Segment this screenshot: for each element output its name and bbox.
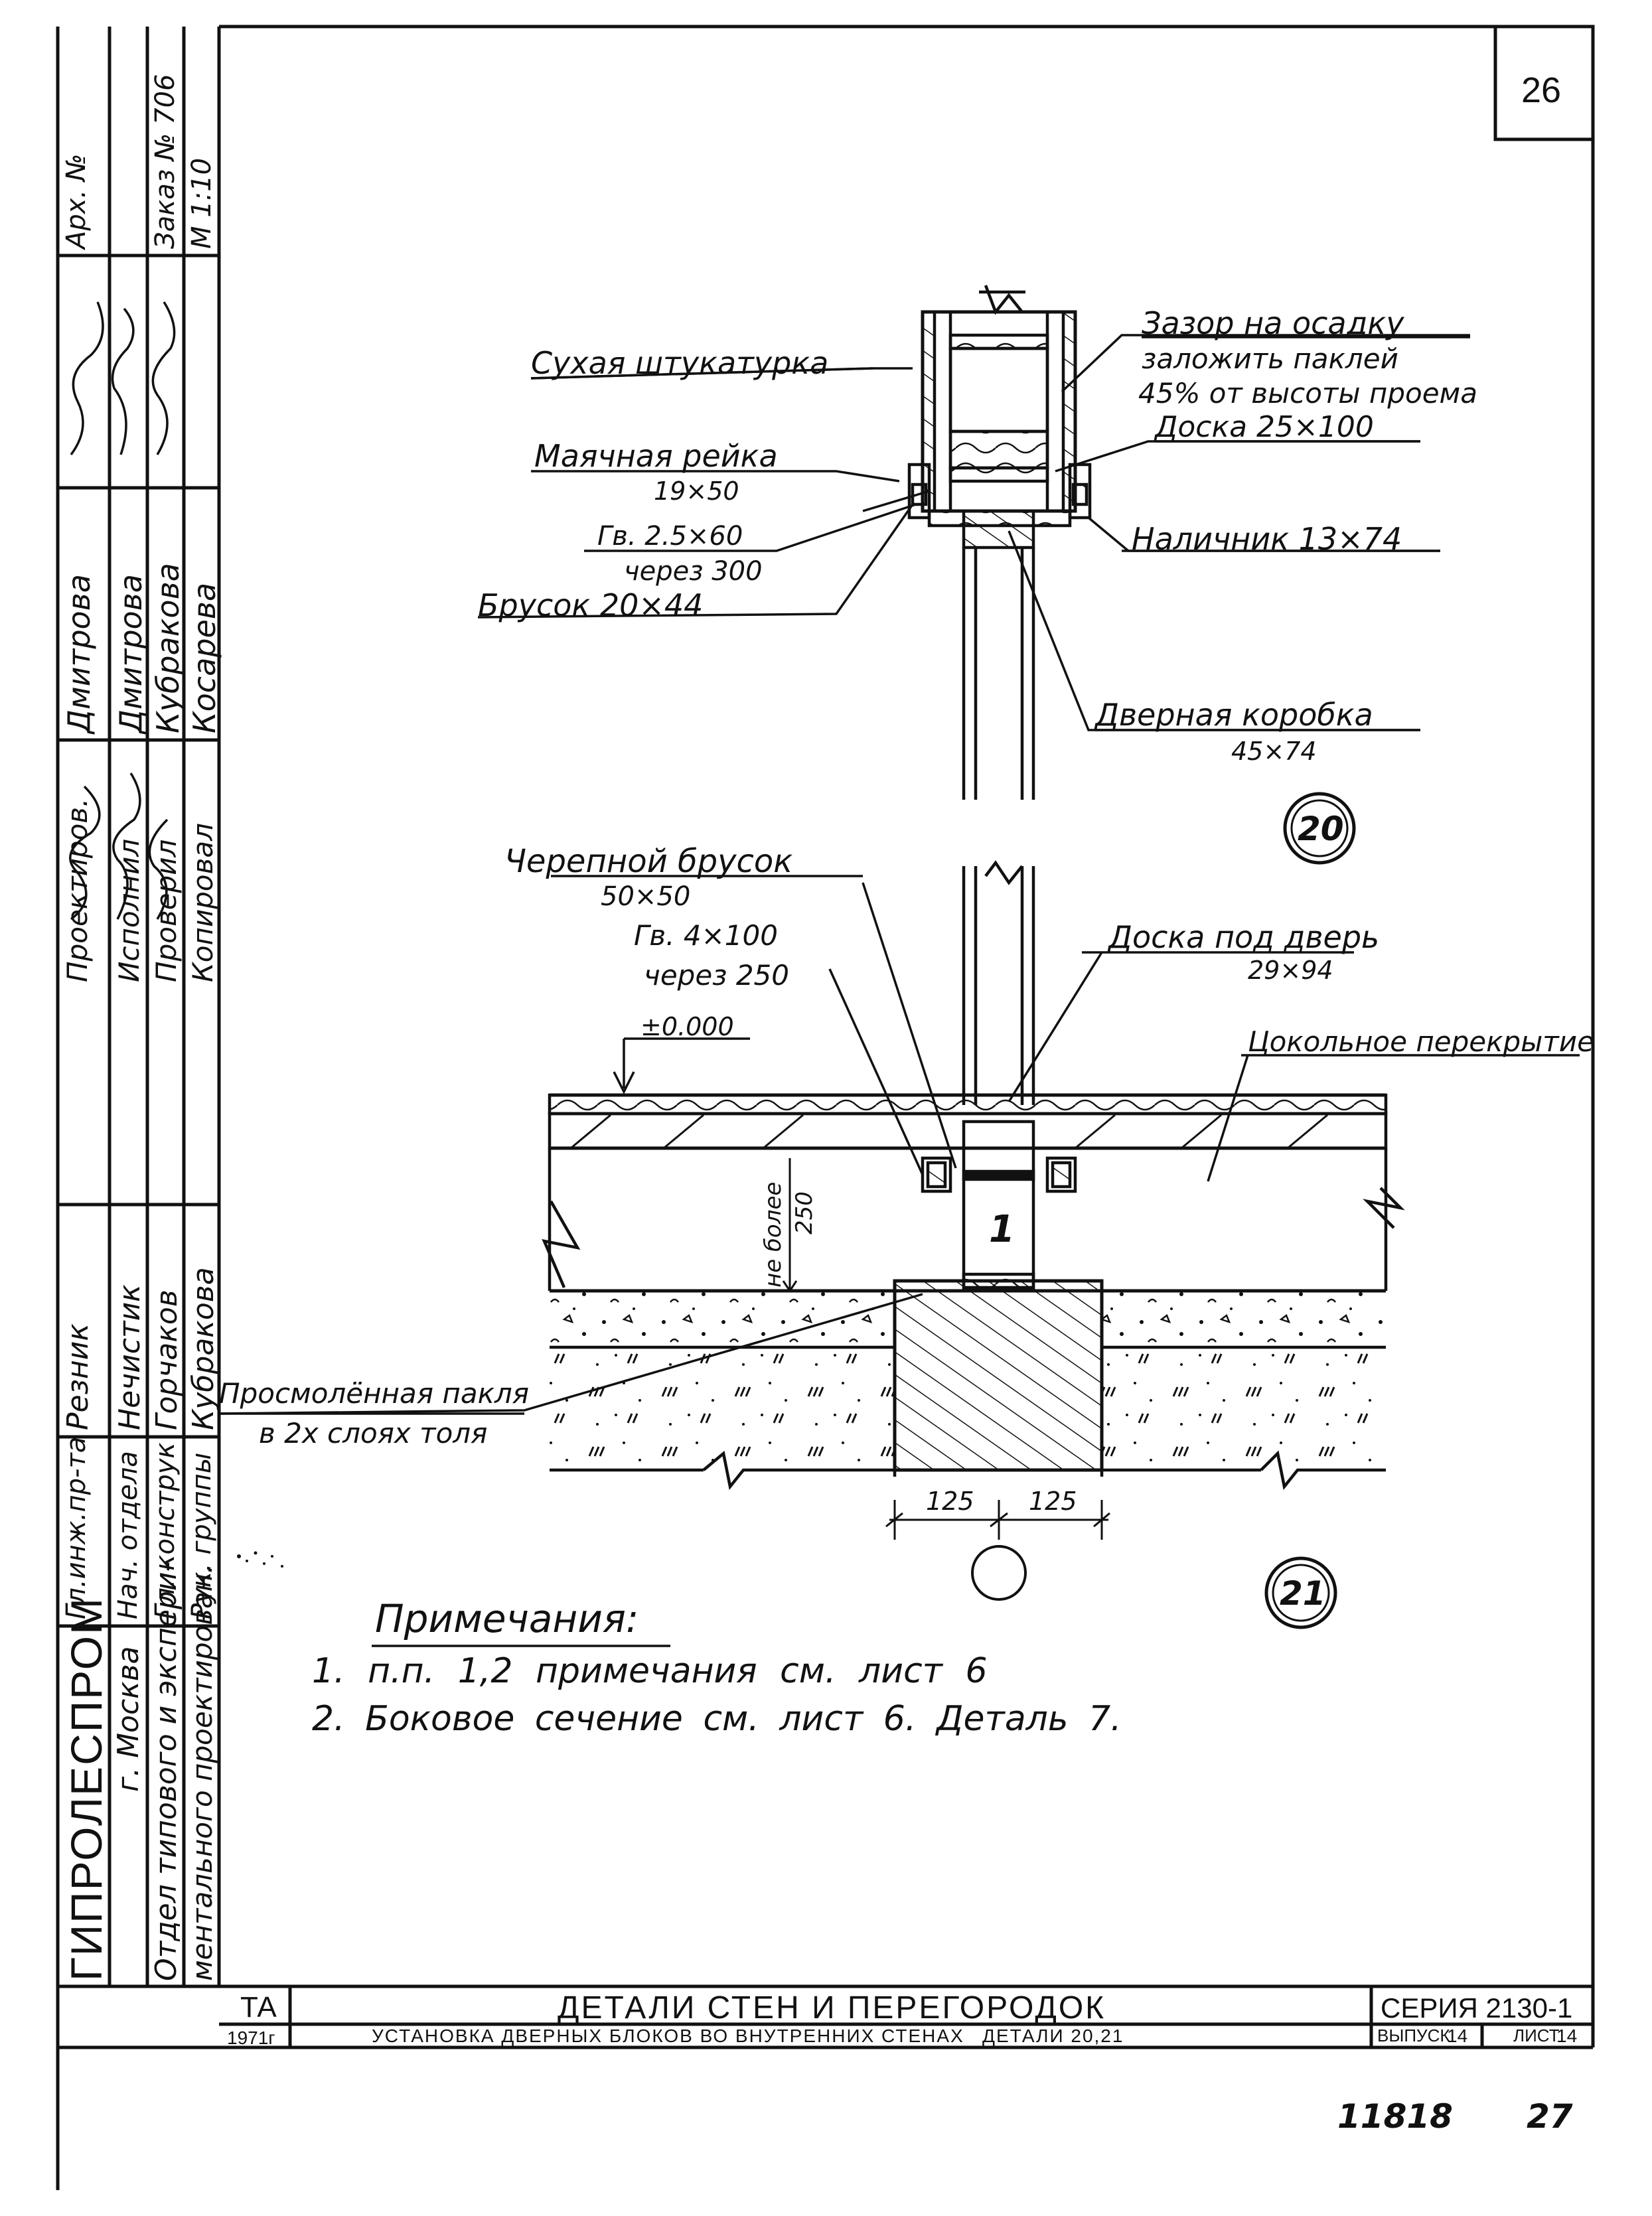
org-name: ГИПРОЛЕСПРОМ: [62, 1596, 111, 1981]
label-board: Доска 25×100: [1155, 410, 1374, 444]
tb-series: СЕРИЯ 2130-1: [1381, 1992, 1573, 2024]
arch-number: Арх. №: [61, 153, 92, 249]
tb-sheet-value: 14: [1556, 2026, 1578, 2046]
name-1: Нечистик: [113, 1284, 147, 1430]
tb-sheet-label: ЛИСТ: [1513, 2026, 1560, 2045]
label-beacon-rail: Маячная рейка: [534, 438, 778, 474]
label-gap-title: Зазор на осадку: [1142, 305, 1404, 341]
title-block: [219, 1984, 1593, 2047]
footer-archive: 11818: [1337, 2097, 1453, 2136]
label-plinth-floor: Цокольное перекрытие: [1248, 1025, 1594, 1058]
label-gap-line2: заложить паклей: [1142, 342, 1398, 375]
smudge-marks: [237, 1551, 283, 1568]
tb-code: ТА: [240, 1991, 277, 2024]
scale: М 1:10: [187, 157, 217, 249]
detail-20: [477, 285, 1470, 865]
label-nail-21: Гв. 4×100: [634, 919, 778, 952]
label-beacon-size: 19×50: [654, 477, 739, 506]
label-door-frame-size: 45×74: [1231, 737, 1317, 766]
notes-item-2: 2. Боковое сечение см. лист 6. Деталь 7.: [312, 1699, 1122, 1739]
role-2: Гл. конструк: [150, 1442, 181, 1619]
label-nail-20: Гв. 2.5×60: [597, 521, 743, 552]
dim-right: 125: [1029, 1487, 1077, 1516]
notes-title: Примечания:: [375, 1596, 639, 1641]
label-cranial-size: 50×50: [601, 881, 691, 912]
label-not-more: не более: [760, 1181, 787, 1288]
label-cranial-bar: Черепной брусок: [504, 843, 793, 880]
tb-year-visible: 1971г: [227, 2028, 275, 2048]
name-3: Кубракова: [187, 1267, 220, 1430]
label-nail-step-20: через 300: [624, 556, 763, 587]
sheet-frame: [56, 25, 1595, 2190]
org-city: г. Москва: [112, 1646, 145, 1792]
role-3: Рук. группы: [187, 1452, 217, 1619]
detail-21-number: 21: [1280, 1574, 1326, 1613]
dim-left: 125: [926, 1487, 974, 1516]
name-0: Резник: [61, 1323, 95, 1430]
org-dept-line1: Отдел типового и экспери-: [149, 1561, 183, 1981]
label-nail-step-21: через 250: [644, 959, 790, 992]
tb-issue-value: 14: [1447, 2026, 1468, 2046]
label-dry-plaster: Сухая штукатурка: [531, 345, 829, 381]
sheet-number-box: [1493, 25, 1595, 141]
label-gap-line3: 45% от высоты проема: [1138, 377, 1477, 409]
notes-item-1: 1. п.п. 1,2 примечания см. лист 6: [312, 1651, 988, 1691]
label-level: ±0.000: [640, 1012, 734, 1041]
org-dept-line2: ментального проектирован.: [186, 1564, 218, 1982]
tb-subtitle-line1: УСТАНОВКА ДВЕРНЫХ БЛОКОВ ВО ВНУТРЕННИХ С…: [372, 2026, 964, 2046]
order-number: Заказ № 706: [150, 74, 181, 249]
tb-issue-label: ВЫПУСК: [1377, 2026, 1450, 2045]
label-door-frame: Дверная коробка: [1095, 697, 1373, 733]
detail-20-number: 20: [1298, 810, 1344, 848]
label-casing: Наличник 13×74: [1132, 521, 1402, 557]
label-tow-line2: в 2х слоях толя: [259, 1417, 488, 1449]
label-underlines: [219, 336, 1580, 1647]
role-0: Гл.инж.пр-та: [61, 1436, 92, 1619]
footer-page: 27: [1527, 2097, 1573, 2136]
sheet-number: 26: [1521, 70, 1562, 110]
label-tow-line1: Просмолённая пакля: [219, 1377, 530, 1410]
label-block-number: 1: [989, 1208, 1015, 1251]
label-door-board-size: 29×94: [1248, 956, 1333, 985]
tb-subtitle-line2: ДЕТАЛИ 20,21: [982, 2026, 1124, 2046]
signatures: [69, 301, 176, 921]
role-1: Нач. отдела: [113, 1451, 143, 1619]
label-bar: Брусок 20×44: [478, 587, 704, 623]
label-door-board: Доска под дверь: [1108, 919, 1380, 955]
name-2: Горчаков: [150, 1290, 184, 1430]
tb-title: ДЕТАЛИ СТЕН И ПЕРЕГОРОДОК: [558, 1990, 1106, 2026]
detail-21: [218, 860, 1405, 1629]
label-not-more-val: 250: [791, 1191, 818, 1234]
